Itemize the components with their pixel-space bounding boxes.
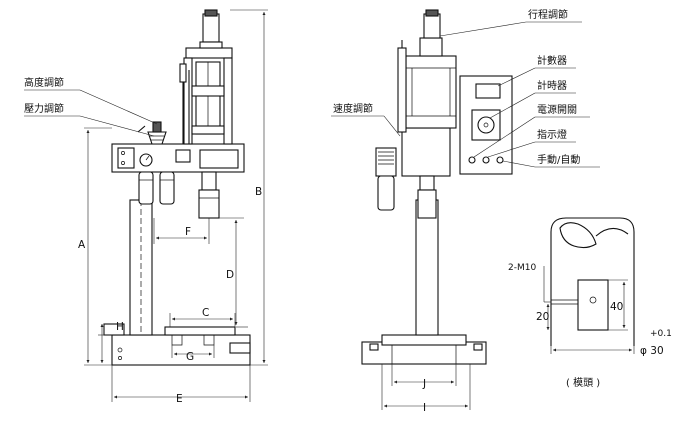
front-cylinder-cap xyxy=(419,37,443,57)
stroke-leader xyxy=(439,21,527,37)
detail-thread: 2-M10 xyxy=(508,263,536,273)
shank-curve xyxy=(595,227,629,237)
label-pressure-adjust: 壓力調節 xyxy=(24,102,64,115)
detail-tolerance: +0.1 xyxy=(650,329,672,339)
dim-d: D xyxy=(226,269,234,281)
indicator-lamp-knob xyxy=(482,156,490,164)
head-right-block xyxy=(199,149,239,169)
head-screw xyxy=(121,151,125,155)
label-counter: 計數器 xyxy=(537,54,567,67)
stroke-adjust-cap xyxy=(204,9,218,17)
dim-c: C xyxy=(202,307,209,319)
front-cylinder xyxy=(405,55,457,129)
base-clamp-right xyxy=(473,343,483,351)
dim-e: E xyxy=(176,393,183,405)
side-view-dimensions: B A H E F D C G xyxy=(78,9,268,405)
shank-section xyxy=(559,222,597,249)
base-foot-left xyxy=(103,323,125,336)
cylinder-rail-left xyxy=(183,57,193,145)
side-valve xyxy=(179,63,187,83)
base-bolt xyxy=(117,347,123,353)
regulator-ridges xyxy=(378,151,394,165)
cylinder-mid-plate xyxy=(191,85,225,97)
side-view xyxy=(103,9,251,366)
side-view-callouts: 高度調節 壓力調節 xyxy=(24,76,158,137)
base-top-slot xyxy=(164,326,236,336)
label-manual-auto: 手動/自動 xyxy=(537,153,580,166)
knob-cap xyxy=(152,121,162,133)
shank-outline xyxy=(550,217,635,268)
base-plate xyxy=(111,334,251,366)
label-speed-adjust: 速度調節 xyxy=(333,102,373,115)
head-screw-2 xyxy=(121,161,125,165)
counter-display xyxy=(475,83,501,99)
height-adjust-knob xyxy=(147,131,167,145)
detail-width: 20 xyxy=(536,311,549,323)
speed-valve-body xyxy=(397,47,407,133)
front-view xyxy=(361,9,513,365)
detail-height: 40 xyxy=(610,301,623,313)
label-power-switch: 電源開關 xyxy=(537,103,577,116)
mold-block xyxy=(577,279,609,331)
base-slot-lines xyxy=(171,335,215,346)
head-panel-left xyxy=(117,147,135,169)
front-view-callouts: 行程調節 計數器 計時器 速度調節 電源開關 指示燈 手動/自動 xyxy=(331,8,600,168)
mold-head-detail: 2-M10 20 40 +0.1 φ 30 ( 模頭 ) xyxy=(508,217,672,389)
front-base-top xyxy=(381,334,467,346)
speed-leader xyxy=(383,115,401,137)
dim-g: G xyxy=(186,351,194,363)
dim-a: A xyxy=(78,239,86,251)
front-view-dimensions: I J xyxy=(381,364,471,414)
timer-dial xyxy=(477,116,495,134)
ram xyxy=(201,171,217,191)
gauge-needle xyxy=(145,155,150,161)
front-stroke-cap xyxy=(425,9,439,17)
manual-auto-knob xyxy=(496,156,504,164)
filter-bottle-right xyxy=(159,171,175,205)
dim-j: J xyxy=(422,378,426,390)
lamp-leader xyxy=(487,141,536,158)
label-indicator-lamp: 指示燈 xyxy=(537,128,567,141)
front-tool xyxy=(417,189,437,219)
label-mold-head: ( 模頭 ) xyxy=(566,377,600,389)
label-stroke-adjust: 行程調節 xyxy=(528,8,568,21)
dim-f: F xyxy=(185,226,191,238)
valve-box xyxy=(175,149,191,163)
detail-diameter: φ 30 xyxy=(640,345,664,357)
timer-leader xyxy=(489,92,536,119)
dim-h: H xyxy=(116,321,124,333)
stroke-adjust-top xyxy=(202,13,220,43)
filter-bottle-left xyxy=(138,171,154,205)
timer-center xyxy=(483,122,489,128)
mold-hole xyxy=(589,296,597,304)
ram-tool xyxy=(198,189,220,219)
counter-leader xyxy=(497,67,536,87)
front-stroke-adjust xyxy=(423,13,441,39)
stroke-adjust-base xyxy=(199,41,223,49)
pressure-adjust-leader xyxy=(79,115,155,137)
dim-b: B xyxy=(255,186,262,198)
cylinder-top-plate xyxy=(185,47,233,59)
dim-i: I xyxy=(423,402,426,414)
power-switch-knob xyxy=(468,156,476,164)
front-filter-bottle xyxy=(377,175,395,211)
cylinder-rail-right xyxy=(223,57,233,145)
label-height-adjust: 高度調節 xyxy=(24,76,64,89)
manual-leader xyxy=(502,160,536,168)
height-adjust-leader xyxy=(79,89,158,125)
label-timer: 計時器 xyxy=(537,79,567,92)
cylinder-low-plate xyxy=(191,125,225,135)
front-ram xyxy=(419,175,435,191)
base-bolt-2 xyxy=(118,356,122,360)
front-column xyxy=(415,199,439,336)
front-head xyxy=(401,127,451,177)
base-block-right xyxy=(229,342,251,354)
base-clamp-left xyxy=(369,343,379,351)
power-leader xyxy=(473,116,536,158)
